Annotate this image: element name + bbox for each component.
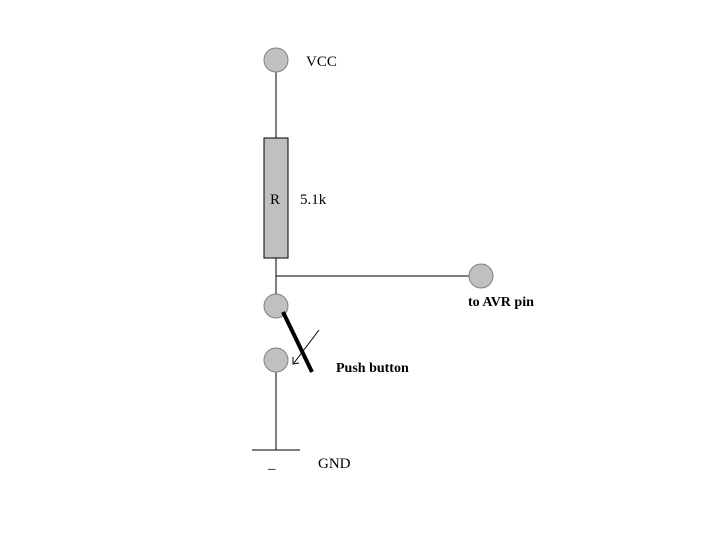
output-label: to AVR pin (468, 295, 534, 310)
ground-label: GND (318, 456, 351, 472)
resistor-body (263, 137, 289, 259)
switch-arrow-shaft (293, 329, 320, 364)
switch-lever (281, 311, 314, 373)
resistor-value: 5.1k (300, 192, 327, 208)
resistor-name: R (270, 192, 280, 208)
switch-label: Push button (336, 361, 409, 376)
switch-bottom-contact (263, 347, 289, 373)
vcc-terminal (263, 47, 289, 73)
switch-top-contact (263, 293, 289, 319)
avr-pin-terminal (468, 263, 494, 289)
switch-arrow-head (292, 357, 300, 365)
vcc-label: VCC (306, 54, 337, 70)
ground-mark: _ (267, 456, 276, 472)
